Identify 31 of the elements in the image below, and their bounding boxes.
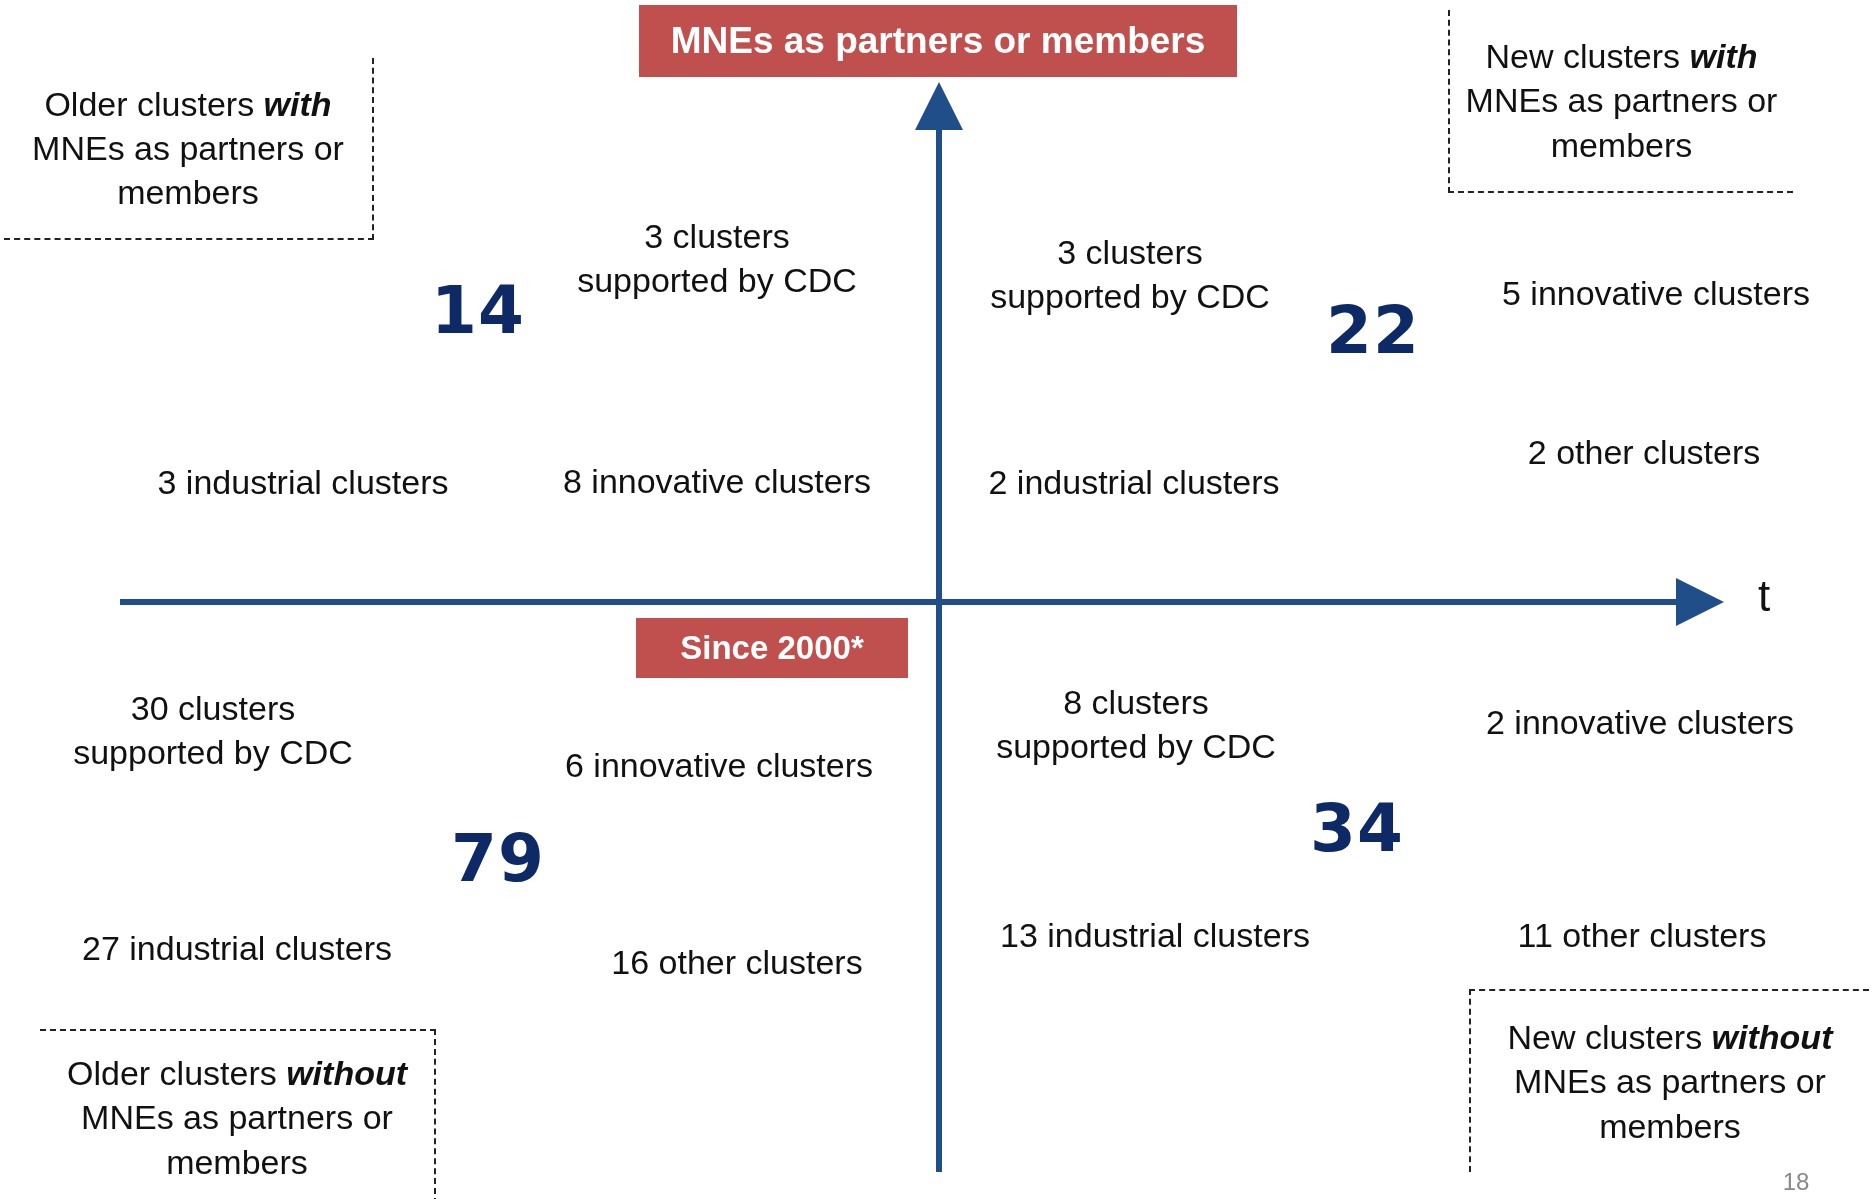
dashed-corner-frame [40,1029,436,1199]
cluster-count-text: 13 industrial clusters [1000,914,1310,956]
cluster-count-text: 2 other clusters [1527,431,1761,473]
cluster-count-text: 11 other clusters [1517,914,1767,956]
total-number: 22 [1326,291,1420,372]
dashed-corner-frame [4,58,374,240]
total-number: 34 [1310,789,1404,870]
cluster-count-text: 2 innovative clusters [1486,701,1794,743]
cluster-count-text: 16 other clusters [611,941,863,983]
period-banner: Since 2000* [636,618,908,678]
total-number: 79 [451,819,545,900]
cluster-count-text: 2 industrial clusters [988,461,1280,503]
cluster-count-text: 3 clusters supported by CDC [576,215,858,301]
quadrant-caption: New clusters without MNEs as partners or members [1506,1017,1835,1147]
cluster-count-text: 8 clusters supported by CDC [995,681,1277,767]
cluster-count-text: 6 innovative clusters [565,744,873,786]
quadrant-caption: Older clusters without MNEs as partners or members [66,1053,409,1183]
dashed-corner-frame [1448,10,1793,193]
cluster-count-text: 30 clusters supported by CDC [72,687,354,773]
page-number: 18 [1782,1167,1810,1198]
quadrant-caption: Older clusters with MNEs as partners or members [31,83,345,214]
axis-label: t [1757,570,1771,623]
cluster-count-text: 5 innovative clusters [1502,272,1810,314]
cluster-count-text: 8 innovative clusters [563,460,871,502]
axis-title-banner: MNEs as partners or members [639,5,1237,77]
cluster-count-text: 3 clusters supported by CDC [989,231,1271,317]
dashed-corner-frame [1469,989,1869,1172]
cluster-count-text: 3 industrial clusters [157,461,449,503]
quadrant-caption: New clusters with MNEs as partners or members [1464,36,1779,166]
total-number: 14 [431,271,525,352]
cluster-count-text: 27 industrial clusters [82,927,392,969]
